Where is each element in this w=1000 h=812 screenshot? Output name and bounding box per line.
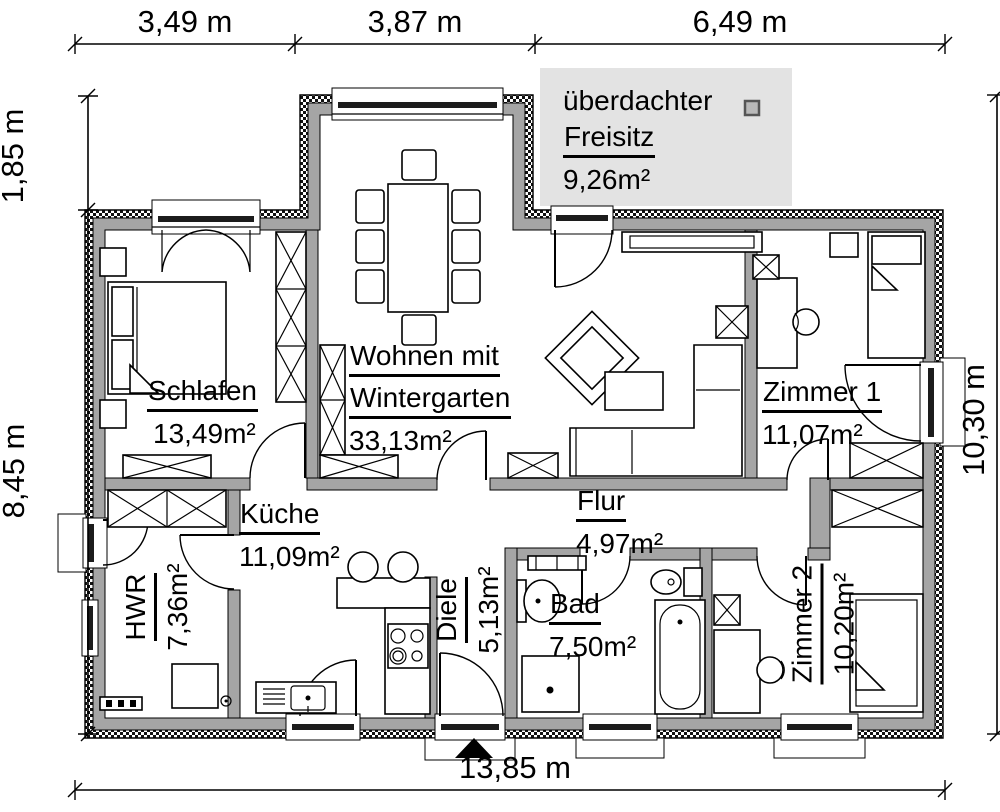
zimmer2-desk-icon <box>713 629 785 714</box>
room-name: Wintergarten <box>349 383 512 419</box>
schlafen-door <box>249 422 306 479</box>
dimension-lines <box>67 34 1000 800</box>
zimmer1-door <box>786 438 829 481</box>
hwr-wardrobe-icon <box>107 489 227 528</box>
room-area: 4,97m² <box>576 528 664 559</box>
nightstand-icon <box>99 247 127 277</box>
schlafen-wardrobe-icon <box>122 454 212 479</box>
dining-table-icon <box>387 183 449 313</box>
room-area: 11,09m² <box>239 541 340 572</box>
dim-top-3: 6,49 m <box>692 4 788 39</box>
room-name: Wohnen mit <box>349 341 500 377</box>
toilet-icon <box>650 567 703 597</box>
freisitz-name-line2: Freisitz <box>563 122 656 158</box>
radiator-icon <box>527 555 587 571</box>
corner-sofa-icon <box>569 344 743 477</box>
entrance-door <box>424 652 516 761</box>
tv-sideboard-icon <box>621 231 763 253</box>
washbasin-icon <box>516 579 561 623</box>
room-label-zimmer1: Zimmer 1 11,07m² <box>762 377 883 450</box>
nightstand-icon <box>99 399 127 429</box>
freisitz-roof-area <box>540 68 792 206</box>
freisitz-label: überdachter Freisitz 9,26m² <box>563 86 712 195</box>
stove-icon <box>387 623 429 669</box>
room-label-bad: Bad 7,50m² <box>549 589 636 662</box>
room-label-kueche: Küche 11,09m² <box>239 499 340 572</box>
room-label-schlafen: Schlafen 13,49m² <box>147 376 258 449</box>
dim-bottom: 13,85 m <box>458 750 571 785</box>
freisitz-door <box>550 205 614 288</box>
dim-left-2: 8,45 m <box>0 424 31 519</box>
kitchen-bar-icon <box>336 551 431 609</box>
room-area: 7,50m² <box>549 631 637 662</box>
room-name: Zimmer 2 <box>787 563 824 685</box>
hwr-window <box>81 599 99 657</box>
hwr-appliance-icon <box>171 663 232 709</box>
room-label-diele: Diele 5,13m² <box>427 535 509 685</box>
zimmer1-shelf-icon <box>752 254 780 280</box>
vent-grille-icon <box>99 696 143 711</box>
bathtub-icon <box>654 599 706 715</box>
room-area: 10,20m² <box>828 572 860 676</box>
room-name: HWR <box>120 572 157 642</box>
bad-window <box>575 713 665 759</box>
freisitz-name-line1: überdachter <box>563 85 713 116</box>
kitchen-terrace-door <box>285 659 361 741</box>
room-name: Flur <box>576 486 627 522</box>
dim-top-1: 3,49 m <box>137 4 233 39</box>
room-area: 33,13m² <box>349 425 452 456</box>
zimmer2-shelf-icon <box>713 594 741 626</box>
room-area: 13,49m² <box>153 418 256 449</box>
room-name: Schlafen <box>147 376 258 412</box>
wohnen-door <box>436 430 487 481</box>
nightstand-icon <box>829 232 859 258</box>
hwr-door <box>179 534 235 590</box>
room-area: 7,36m² <box>162 563 193 651</box>
schlafen-tall-wardrobe-icon <box>275 231 307 403</box>
zimmer2-window <box>773 713 866 759</box>
schlafen-window <box>151 199 261 273</box>
washing-machine-icon <box>521 655 580 713</box>
zimmer2-door <box>756 555 807 606</box>
freisitz-legend-icon <box>743 99 761 117</box>
room-label-wohnen: Wohnen mit Wintergarten 33,13m² <box>349 341 512 456</box>
zimmer1-french-window <box>844 357 966 447</box>
dim-right: 10,30 m <box>956 364 991 477</box>
wintergarten-cabinet-icon <box>319 344 399 479</box>
single-bed-icon <box>867 231 926 359</box>
interior-walls <box>104 229 924 719</box>
zimmer1-wardrobe-icon <box>849 442 924 479</box>
room-name: Zimmer 1 <box>762 377 883 413</box>
wintergarten-window <box>331 87 504 121</box>
zimmer2-wardrobe-icon <box>831 489 924 528</box>
room-label-hwr: HWR 7,36m² <box>116 542 198 672</box>
double-bed-icon <box>107 281 227 395</box>
room-name: Diele <box>431 577 468 643</box>
entrance-arrow-icon <box>455 738 493 758</box>
kitchen-sink-icon <box>255 681 337 714</box>
coffee-table-icon <box>604 371 664 411</box>
room-area: 11,07m² <box>762 419 863 450</box>
wohnen-shelf-icon <box>715 305 749 339</box>
dim-left-1: 1,85 m <box>0 109 30 204</box>
room-label-flur: Flur 4,97m² <box>576 486 663 559</box>
wohnen-shelf-icon <box>507 452 559 479</box>
freisitz-area: 9,26m² <box>563 164 651 195</box>
room-label-zimmer2: Zimmer 2 10,20m² <box>783 537 865 712</box>
room-name: Bad <box>549 589 601 625</box>
single-bed-icon <box>849 593 924 713</box>
dim-top-2: 3,87 m <box>367 4 463 39</box>
room-name: Küche <box>239 499 321 535</box>
room-area: 5,13m² <box>473 566 504 654</box>
dining-chairs-icon <box>355 149 481 346</box>
